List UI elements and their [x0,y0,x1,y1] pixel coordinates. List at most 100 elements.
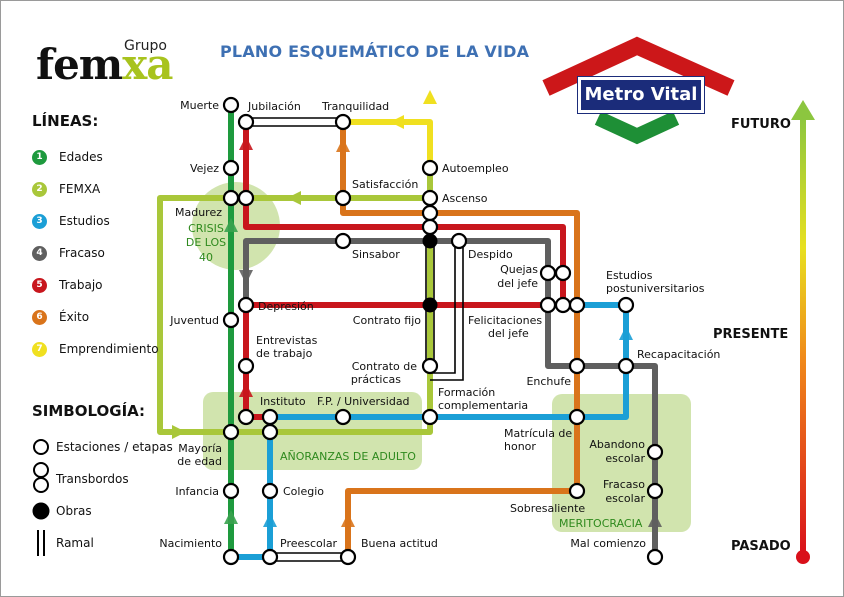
label-fracaso-escolar-1: Fracaso [603,478,645,491]
station-vejez[interactable] [222,159,240,177]
symbol-station-icon [33,439,49,455]
station-ascenso-b[interactable] [421,204,439,222]
station-sinsabor[interactable] [334,232,352,250]
works-stations [422,233,438,313]
metro-vital-sign-label: Metro Vital [577,76,705,114]
label-autoempleo: Autoempleo [442,162,509,175]
station-preescolar[interactable] [261,548,279,566]
symbol-transfer-icon-a [33,462,49,478]
legend-line-7[interactable]: 7 Emprendimiento [32,340,159,358]
station-mayoria[interactable] [222,423,240,441]
legend-line-2[interactable]: 2 FEMXA [32,180,100,198]
station-estudios-post[interactable] [617,296,635,314]
station-muerte[interactable] [222,96,240,114]
zone-crisis-l1: CRISIS [188,222,224,235]
label-mayoria-2: de edad [177,455,222,468]
symbol-transfer-icon-b [33,477,49,493]
label-preescolar: Preescolar [280,537,338,550]
station-abandono[interactable] [646,443,664,461]
label-mayoria-1: Mayoría [178,442,222,455]
label-muerte: Muerte [180,99,219,112]
label-contrato-practicas-2: prácticas [351,373,401,386]
label-instituto: Instituto [260,395,306,408]
label-contrato-practicas-1: Contrato de [352,360,417,373]
legend-line-1[interactable]: 1 Edades [32,148,103,166]
station-enchufe[interactable] [568,357,586,375]
label-matricula-1: Matrícula de [504,427,572,440]
label-formacion-2: complementaria [438,399,528,412]
direction-arrows [172,90,662,527]
legend-label-7: Emprendimiento [59,342,159,356]
station-madurez-a[interactable] [222,189,240,207]
station-instituto-b[interactable] [261,408,279,426]
logo-grupo: Grupo [124,38,167,54]
station-buena-actitud[interactable] [339,548,357,566]
station-formacion[interactable] [421,408,439,426]
legend-line-3[interactable]: 3 Estudios [32,212,110,230]
label-felicitaciones-2: del jefe [488,327,529,340]
zone-crisis-l3: 40 [199,251,213,264]
timeline-future-label: FUTURO [731,117,791,132]
legend-line-4[interactable]: 4 Fracaso [32,244,105,262]
label-fracaso-escolar-2: escolar [605,492,645,505]
station-autoempleo[interactable] [421,159,439,177]
station-felicitaciones-c[interactable] [568,296,586,314]
station-mal-comienzo[interactable] [646,548,664,566]
station-depresion[interactable] [237,296,255,314]
station-ascenso[interactable] [421,189,439,207]
station-felicitaciones-b[interactable] [554,296,572,314]
logo-femxa-a: fem [36,40,123,89]
station-juventud[interactable] [222,311,240,329]
label-tranquilidad: Tranquilidad [321,100,389,113]
station-instituto-a[interactable] [237,408,255,426]
zone-crisis-40 [192,182,280,270]
legend-dot-4: 4 [32,245,47,261]
label-juventud: Juventud [169,314,219,327]
station-felicitaciones-a[interactable] [539,296,557,314]
station-ascenso-c[interactable] [421,218,439,236]
symbol-stations-label: Estaciones / etapas [56,440,173,454]
station-sobresaliente[interactable] [568,482,586,500]
station-fracaso-escolar[interactable] [646,482,664,500]
station-quejas-b[interactable] [554,264,572,282]
station-mayoria-b[interactable] [261,423,279,441]
station-quejas-a[interactable] [539,264,557,282]
legend-line-6[interactable]: 6 Éxito [32,308,89,326]
zone-anoranzas-label: AÑORANZAS DE ADULTO [280,450,416,463]
label-madurez: Madurez [175,206,222,219]
legend-label-3: Estudios [59,214,110,228]
label-despido: Despido [468,248,513,261]
legend-dot-7: 7 [32,341,47,357]
station-infancia[interactable] [222,482,240,500]
label-jubilacion: Jubilación [247,100,301,113]
timeline-present-label: PRESENTE [713,327,789,342]
station-nacimiento[interactable] [222,548,240,566]
label-felicitaciones-1: Felicitaciones [468,314,542,327]
station-recapacitacion[interactable] [617,357,635,375]
station-despido[interactable] [450,232,468,250]
symbol-works-icon [32,502,50,520]
symbology-icons [32,439,50,556]
label-enchufe: Enchufe [526,375,571,388]
station-jubilacion-a[interactable] [237,113,255,131]
timeline-past-label: PASADO [731,539,791,554]
station-fp-universidad[interactable] [334,408,352,426]
legend-line-5[interactable]: 5 Trabajo [32,276,103,294]
station-contrato-fijo[interactable] [422,297,438,313]
label-estudios-post-1: Estudios [606,269,653,282]
station-entrevistas[interactable] [237,357,255,375]
station-contrato-practicas[interactable] [421,357,439,375]
station-matricula[interactable] [568,408,586,426]
station-madurez-b[interactable] [237,189,255,207]
zone-meritocracia-label: MERITOCRACIA [559,517,643,530]
label-fp-universidad: F.P. / Universidad [317,395,410,408]
legend-label-2: FEMXA [59,182,101,196]
label-entrevistas-2: de trabajo [256,347,313,360]
station-obras-despido[interactable] [422,233,438,249]
station-satisfaccion[interactable] [334,189,352,207]
symbol-branch-icon [37,530,45,556]
station-tranquilidad[interactable] [334,113,352,131]
station-colegio[interactable] [261,482,279,500]
label-sobresaliente: Sobresaliente [510,502,585,515]
